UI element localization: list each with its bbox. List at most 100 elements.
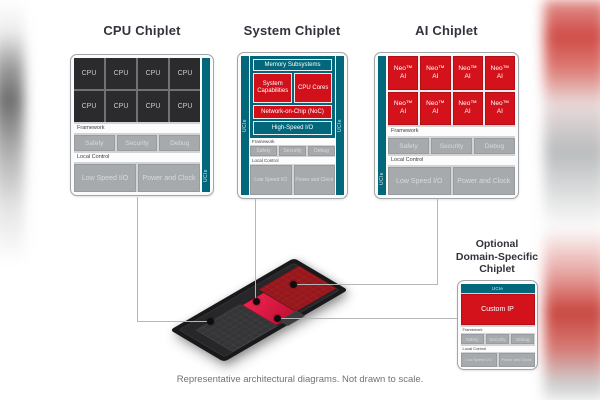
system-connector-vertical <box>255 199 256 302</box>
optional-die-dot <box>273 314 281 322</box>
neo-label: Neo™ <box>458 100 477 108</box>
debug-block: Debug <box>159 135 201 151</box>
chip-package-render <box>170 258 348 363</box>
cpu-core-block: CPU <box>138 58 168 89</box>
debug-block: Debug <box>308 146 335 156</box>
local-control-label: Local Control <box>388 156 515 165</box>
power-clock-block: Power and Clock <box>498 353 535 367</box>
ai-label: AI <box>464 72 471 80</box>
left-edge-blur <box>0 0 24 400</box>
low-speed-io-block: Low Speed I/O <box>74 164 136 192</box>
framework-label: Framework <box>460 326 535 333</box>
ai-label: AI <box>496 72 503 80</box>
ai-label: AI <box>464 108 471 116</box>
low-speed-io-block: Low Speed I/O <box>460 353 497 367</box>
safety-block: Safety <box>250 146 277 156</box>
noc-block: Network-on-Chip (NoC) <box>253 105 332 119</box>
optional-title-line3: Chiplet <box>479 263 515 275</box>
ucie-label: UCIe <box>379 172 385 185</box>
cpu-core-grid: CPU CPU CPU CPU CPU CPU CPU CPU <box>74 58 200 122</box>
security-block: Security <box>279 146 306 156</box>
ucie-label: UCIe <box>242 119 248 132</box>
security-block: Security <box>431 138 472 154</box>
optional-title-line1: Optional <box>475 238 519 250</box>
framework-label: Framework <box>388 127 515 136</box>
ucie-label: UCIe <box>203 169 209 182</box>
ai-label: AI <box>400 108 407 116</box>
ai-label: AI <box>496 108 503 116</box>
low-speed-io-block: Low Speed I/O <box>388 167 451 195</box>
ai-chiplet-title: AI Chiplet <box>415 23 478 38</box>
cpu-connector-vertical <box>137 197 138 321</box>
cpu-cores-block: CPU Cores <box>294 73 332 103</box>
ucie-label: UCIe <box>337 119 343 132</box>
safety-block: Safety <box>460 334 484 344</box>
power-clock-block: Power and Clock <box>293 165 335 195</box>
neo-label: Neo™ <box>458 64 477 72</box>
cpu-chiplet-card: CPU CPU CPU CPU CPU CPU CPU CPU Framewor… <box>70 54 214 196</box>
package-interposer <box>178 262 340 358</box>
ai-label: AI <box>432 72 439 80</box>
optional-title-line2: Domain-Specific <box>455 250 539 263</box>
neo-label: Neo™ <box>393 100 413 108</box>
security-block: Security <box>116 135 158 151</box>
cpu-chiplet-body: CPU CPU CPU CPU CPU CPU CPU CPU Framewor… <box>74 58 201 192</box>
ai-die-dot <box>289 280 297 288</box>
security-block: Security <box>485 334 510 344</box>
ucie-bar: UCIe <box>460 283 535 293</box>
system-chiplet-card: UCIe Memory Subsystems System Capabiliti… <box>237 52 348 199</box>
ucie-bar: UCIe <box>202 58 210 192</box>
cpu-core-block: CPU <box>138 91 168 122</box>
neo-label: Neo™ <box>426 64 445 72</box>
cpu-core-block: CPU <box>170 91 200 122</box>
system-chiplet-body: Memory Subsystems System Capabilities CP… <box>250 56 335 195</box>
cpu-core-block: CPU <box>106 58 136 89</box>
debug-block: Debug <box>474 138 515 154</box>
ucie-bar: UCIe <box>378 56 386 195</box>
optional-chiplet-title: Optional Domain-Specific Chiplet <box>450 238 544 276</box>
ai-label: AI <box>400 72 407 80</box>
system-die-dot <box>252 297 260 305</box>
power-clock-block: Power and Clock <box>138 164 200 192</box>
neo-label: Neo™ <box>490 64 510 72</box>
right-edge-blur <box>544 0 600 400</box>
cpu-core-block: CPU <box>170 58 200 89</box>
framework-label: Framework <box>250 138 335 145</box>
ucie-bar: UCIe <box>336 56 344 195</box>
low-speed-io-block: Low Speed I/O <box>250 165 292 195</box>
optional-chiplet-card: UCIe Custom IP Framework Safety Security… <box>457 280 538 370</box>
cpu-die-dot <box>206 317 214 325</box>
system-capabilities-block: System Capabilities <box>253 73 293 103</box>
optional-chiplet-body: UCIe Custom IP Framework Safety Security… <box>460 283 535 367</box>
neo-label: Neo™ <box>393 64 413 72</box>
ucie-bar: UCIe <box>241 56 249 195</box>
framework-label: Framework <box>74 124 200 133</box>
footer-note: Representative architectural diagrams. N… <box>176 374 424 385</box>
local-control-label: Local Control <box>74 153 200 162</box>
power-clock-block: Power and Clock <box>452 167 515 195</box>
debug-block: Debug <box>511 334 535 344</box>
ai-connector-vertical <box>437 199 438 284</box>
ai-connector-horizontal <box>293 284 438 285</box>
neo-label: Neo™ <box>426 100 445 108</box>
neo-label: Neo™ <box>490 100 510 108</box>
local-control-label: Local Control <box>460 345 535 352</box>
custom-ip-block: Custom IP <box>460 294 535 325</box>
local-control-label: Local Control <box>250 157 335 164</box>
safety-block: Safety <box>388 138 429 154</box>
memory-subsystems-block: Memory Subsystems <box>253 59 332 71</box>
system-chiplet-title: System Chiplet <box>243 23 341 38</box>
cpu-chiplet-title: CPU Chiplet <box>103 23 181 38</box>
